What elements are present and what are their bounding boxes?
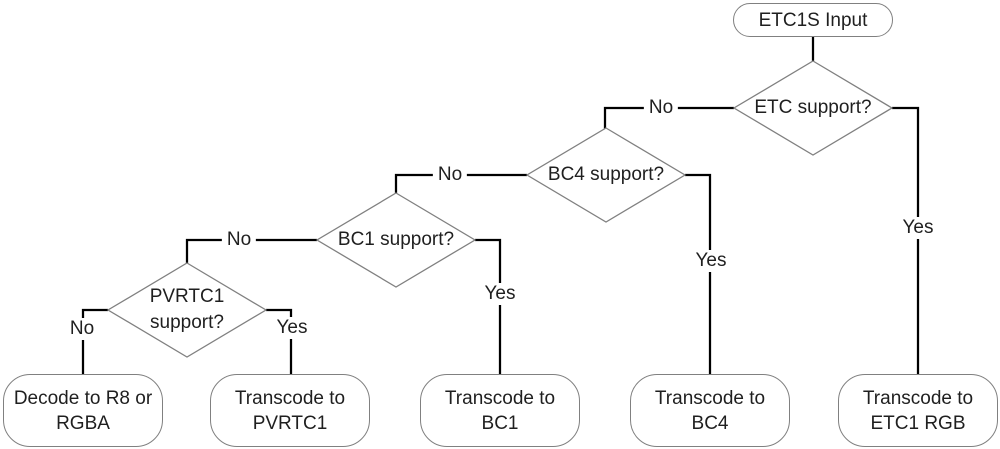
edge-label-etc-yes: Yes (897, 217, 939, 239)
decision-diamond-bc1 (315, 192, 477, 288)
edge-label-bc1-yes: Yes (479, 283, 521, 305)
edge-label-bc1-no: No (221, 229, 257, 251)
edge-label-bc4-no: No (432, 164, 468, 186)
connector-pvrtc1-yes-to-pvrtc1node (266, 308, 293, 375)
connector-etc-no-to-bc4 (603, 106, 734, 129)
terminal-node-transcode-bc1: Transcode to BC1 (420, 374, 580, 447)
start-node-etc1s-input: ETC1S Input (733, 3, 893, 37)
edge-label-bc4-yes: Yes (690, 250, 732, 272)
connector-bc4-yes-to-bc4node (685, 173, 712, 375)
edge-label-pvrtc1-no: No (64, 318, 100, 340)
decision-diamond-bc4 (525, 127, 687, 223)
terminal-node-transcode-pvrtc1: Transcode to PVRTC1 (210, 374, 370, 447)
decision-diamond-pvrtc1 (106, 262, 268, 358)
edge-label-pvrtc1-yes: Yes (271, 317, 313, 339)
edge-label-etc-no: No (643, 97, 679, 119)
decision-diamond-etc (732, 60, 894, 156)
connector-bc1-yes-to-bc1node (475, 238, 502, 375)
decision-diamonds (106, 60, 894, 358)
connector-pvrtc1-no-to-decode (81, 308, 108, 375)
connector-bc4-no-to-bc1 (394, 173, 527, 194)
connector-bc1-no-to-pvrtc1 (185, 238, 317, 264)
terminal-node-transcode-bc4: Transcode to BC4 (630, 374, 790, 447)
terminal-node-decode-r8-rgba: Decode to R8 or RGBA (3, 374, 163, 447)
connector-etc-yes-to-etc1rgb (892, 106, 920, 375)
connector-lines (81, 37, 920, 375)
terminal-node-transcode-etc1-rgb: Transcode to ETC1 RGB (838, 374, 998, 447)
